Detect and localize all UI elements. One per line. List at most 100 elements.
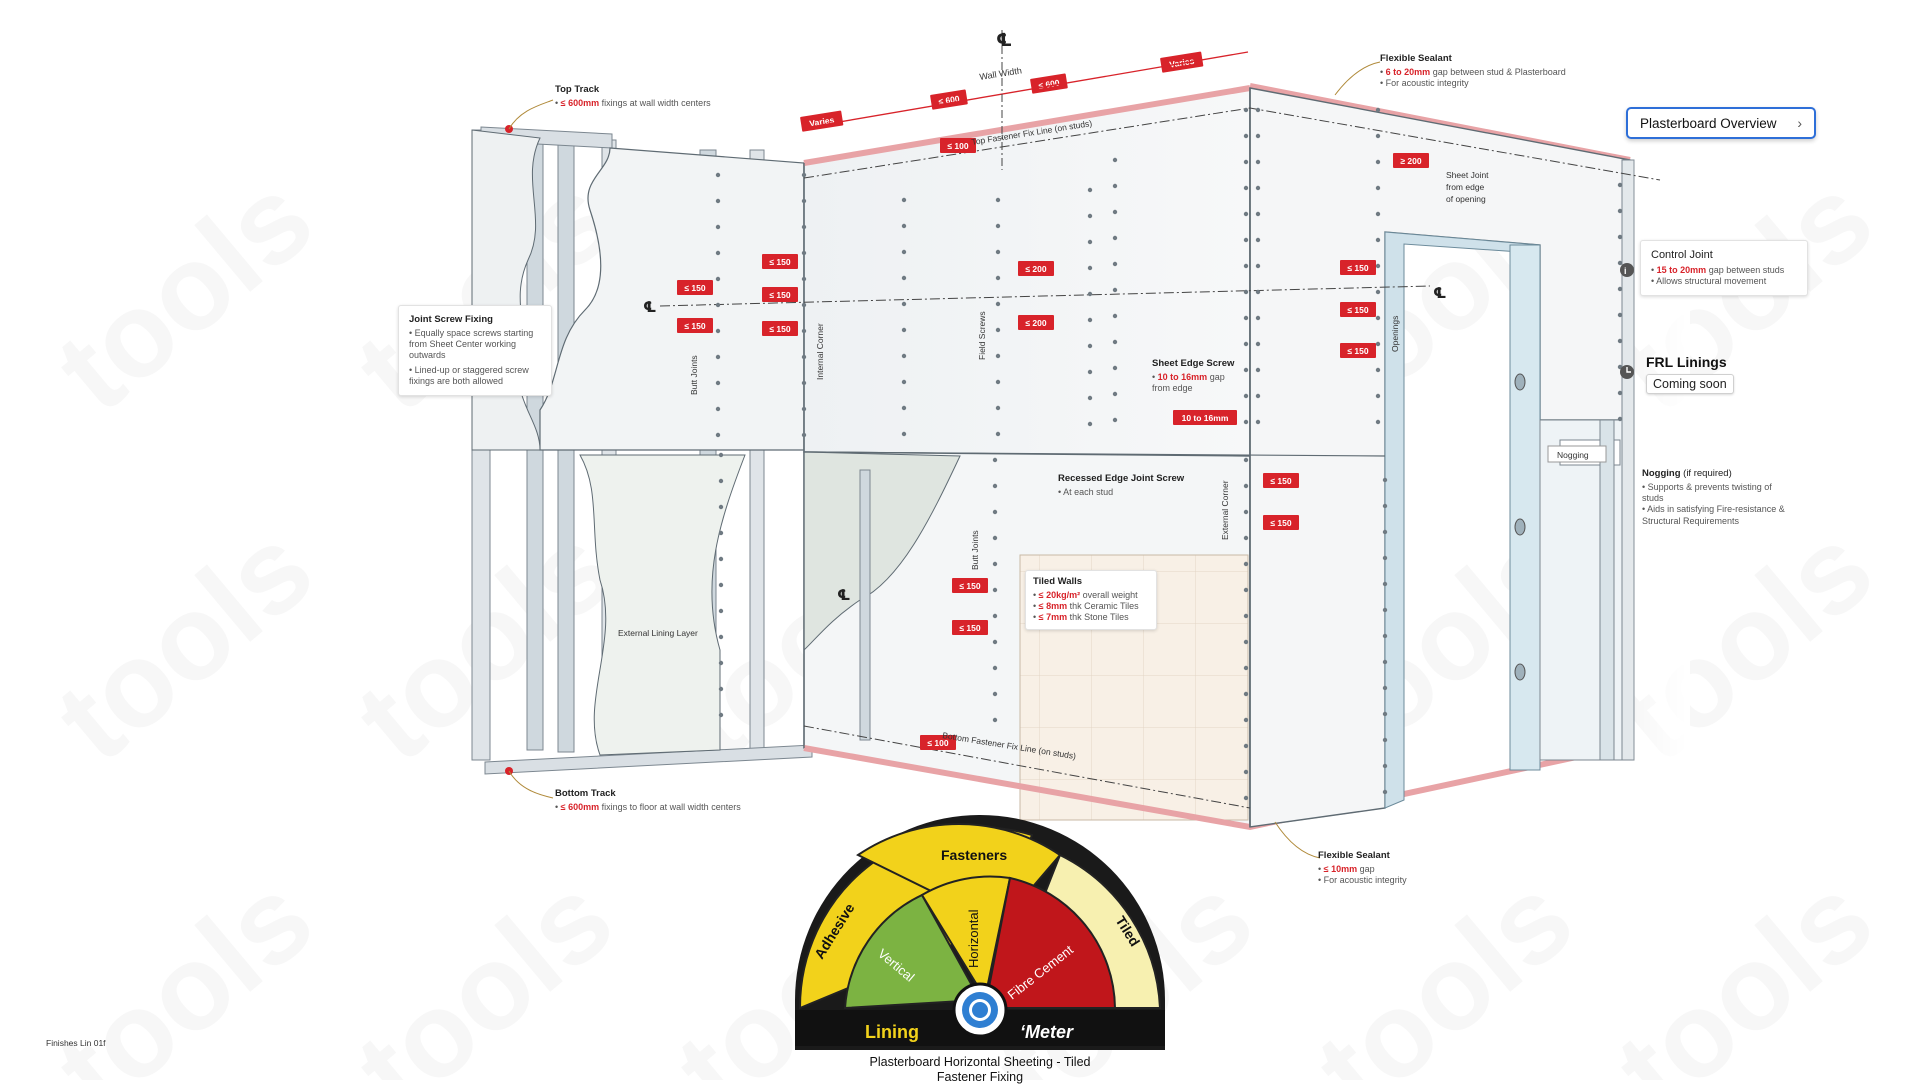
screw: [1243, 691, 1249, 697]
screw: [801, 224, 807, 230]
page-code: Finishes Lin 01f: [46, 1038, 106, 1048]
screw: [715, 406, 721, 412]
screw: [995, 431, 1001, 437]
screw: [1617, 234, 1623, 240]
screw: [995, 353, 1001, 359]
dimension-badge: ≤ 100: [940, 138, 976, 153]
screw: [1243, 133, 1249, 139]
svg-text:Wall Width: Wall Width: [979, 65, 1023, 82]
screw: [715, 198, 721, 204]
screw: [1243, 237, 1249, 243]
screw: [715, 172, 721, 178]
screw: [715, 276, 721, 282]
screw: [992, 509, 998, 515]
screw: [992, 665, 998, 671]
dimension-badge: ≤ 150: [1340, 343, 1376, 358]
svg-text:Varies: Varies: [1169, 56, 1196, 70]
screw: [1617, 182, 1623, 188]
callout-flexible-sealant-top: Flexible Sealant • 6 to 20mm gap between…: [1380, 53, 1566, 89]
screw: [1243, 613, 1249, 619]
screw: [801, 354, 807, 360]
screw: [1382, 503, 1388, 509]
svg-text:≤ 150: ≤ 150: [769, 324, 790, 334]
screw: [801, 406, 807, 412]
screw: [1243, 419, 1249, 425]
screw: [1255, 289, 1261, 295]
screw: [718, 634, 724, 640]
external-lining-layer: [579, 454, 746, 756]
svg-text:Nogging: Nogging: [1557, 450, 1589, 460]
screw: [995, 197, 1001, 203]
screw: [1087, 187, 1093, 193]
screw: [901, 353, 907, 359]
screw: [1382, 477, 1388, 483]
svg-text:≤ 150: ≤ 150: [959, 623, 980, 633]
screw: [1087, 369, 1093, 375]
callout-nogging: Nogging (if required) • Supports & preve…: [1642, 468, 1785, 526]
screw: [801, 302, 807, 308]
label-openings: Openings: [1390, 316, 1400, 352]
screw: [718, 582, 724, 588]
screw: [1243, 639, 1249, 645]
screw: [1255, 185, 1261, 191]
svg-text:℄: ℄: [1433, 285, 1446, 302]
screw: [718, 530, 724, 536]
screw: [715, 302, 721, 308]
screw: [1243, 367, 1249, 373]
screw: [1087, 265, 1093, 271]
dimension-badge: ≤ 150: [1263, 473, 1299, 488]
callout-sheet-edge-screw: Sheet Edge Screw • 10 to 16mm gap from e…: [1152, 358, 1235, 394]
callout-top-track: Top Track • ≤ 600mm fixings at wall widt…: [555, 84, 711, 108]
screw: [1243, 315, 1249, 321]
screw: [715, 328, 721, 334]
screw: [1243, 393, 1249, 399]
callout-joint-screw-fixing: Joint Screw Fixing • Equally space screw…: [398, 305, 552, 397]
screw: [992, 457, 998, 463]
screw: [1243, 795, 1249, 801]
screw: [1382, 529, 1388, 535]
screw: [995, 327, 1001, 333]
screw: [718, 504, 724, 510]
dimension-badge: ≤ 150: [762, 287, 798, 302]
screw: [901, 249, 907, 255]
svg-text:≤ 150: ≤ 150: [1347, 263, 1368, 273]
label-field-screws: Field Screws: [977, 311, 987, 360]
svg-text:of opening: of opening: [1446, 194, 1486, 204]
screw: [1375, 237, 1381, 243]
screw: [1243, 535, 1249, 541]
screw: [1375, 393, 1381, 399]
screw: [1243, 107, 1249, 113]
screw: [715, 250, 721, 256]
screw: [1087, 421, 1093, 427]
screw: [718, 556, 724, 562]
screw: [1617, 390, 1623, 396]
label-external-corner: External Corner: [1220, 480, 1230, 540]
screw: [1375, 367, 1381, 373]
screw: [718, 478, 724, 484]
screw: [1243, 341, 1249, 347]
dimension-badge: ≤ 150: [762, 254, 798, 269]
svg-text:≤ 600: ≤ 600: [938, 93, 961, 106]
screw: [992, 613, 998, 619]
screw: [995, 249, 1001, 255]
screw: [1617, 312, 1623, 318]
screw: [1112, 417, 1118, 423]
svg-text:≤ 150: ≤ 150: [684, 321, 705, 331]
screw: [1255, 263, 1261, 269]
screw: [992, 717, 998, 723]
svg-text:≤ 150: ≤ 150: [959, 581, 980, 591]
screw: [1243, 263, 1249, 269]
plasterboard-overview-button[interactable]: Plasterboard Overview ›: [1626, 107, 1816, 139]
screw: [801, 432, 807, 438]
screw: [715, 380, 721, 386]
dimension-badge: ≤ 200: [1018, 261, 1054, 276]
screw: [1243, 509, 1249, 515]
screw: [1243, 665, 1249, 671]
svg-text:℄: ℄: [996, 30, 1012, 50]
frl-linings[interactable]: FRL Linings Coming soon: [1646, 354, 1734, 394]
info-icon[interactable]: [1620, 263, 1634, 277]
screw: [801, 328, 807, 334]
screw: [1617, 208, 1623, 214]
screw: [901, 223, 907, 229]
